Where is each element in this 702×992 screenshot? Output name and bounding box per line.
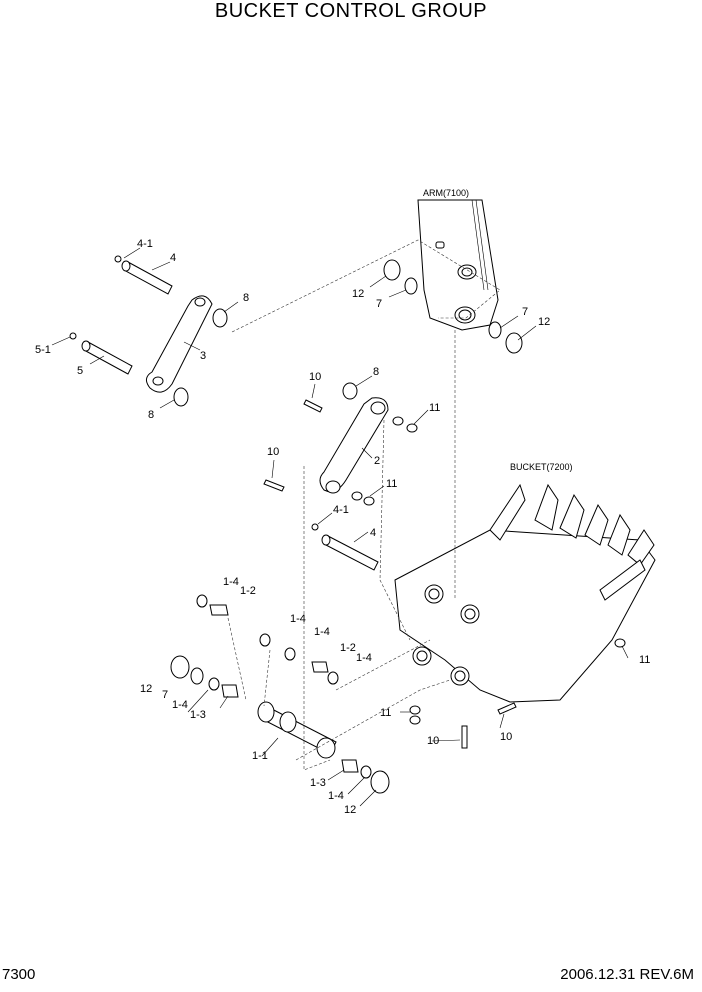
washer-8-upper [212,308,228,328]
callout-label: 8 [148,409,154,421]
callout-label: 1-4 [290,613,306,625]
nut-11-bucket [614,638,626,648]
washer-8-link2 [342,382,358,400]
callout-label: 1-4 [328,790,344,802]
callout-label: 1-3 [310,777,326,789]
o-ring-12-upper [383,259,401,281]
ring-7-right [488,321,502,339]
callout-label: 1-2 [240,585,256,597]
ring-1-4-f [360,765,372,779]
callout-label: 8 [373,366,379,378]
callout-numbers: 4-1 4 8 12 7 7 12 5-1 5 3 8 10 8 11 2 10… [35,238,650,816]
pin-part-5 [69,332,133,375]
assembly-guide-lines [227,239,501,771]
nut-11-f [409,715,421,725]
o-ring-12-left [170,655,190,679]
callout-label: 1-2 [340,642,356,654]
arm-reference-label: ARM(7100) [423,188,469,198]
link-part-3 [146,295,213,393]
date-revision: 2006.12.31 REV.6M [560,966,694,983]
page-number: 7300 [2,966,36,983]
o-ring-12-right-lower [370,770,390,794]
ring-1-4-c [284,647,296,661]
bushing-1-2-a [209,604,229,616]
callout-label: 1-4 [172,699,188,711]
pin-part-4-lower [311,523,379,571]
callout-label: 1-1 [252,750,268,762]
washer-8-lower [173,387,189,407]
ring-7-upper [404,277,418,295]
bushing-1-3-right [341,759,359,773]
nut-11-e [409,705,421,715]
nut-11-b [406,423,418,433]
callout-label: 4-1 [137,238,153,250]
nut-11-d [363,496,375,506]
callout-label: 4 [370,527,376,539]
callout-label: 7 [162,689,168,701]
page-title: BUCKET CONTROL GROUP [214,0,488,22]
callout-label: 12 [352,288,364,300]
bushing-1-3-left [221,684,239,698]
callout-label: 11 [639,654,650,666]
callout-label: 7 [522,306,528,318]
callout-label: 3 [200,350,206,362]
ring-1-4-a [196,594,208,608]
arm-assembly [417,199,499,331]
callout-label: 12 [538,316,550,328]
ring-1-4-b [259,633,271,647]
ring-1-4-e [208,677,220,691]
bucket-reference-label: BUCKET(7200) [510,462,573,472]
link-part-2 [319,397,389,494]
callout-label: 12 [140,683,152,695]
callout-label: 4 [170,252,176,264]
bolt-10-bucket [497,702,517,715]
callout-leaders [51,247,629,807]
callout-label: 10 [427,735,439,747]
callout-label: 8 [243,292,249,304]
ring-1-4-d [327,671,339,685]
callout-label: 10 [309,371,321,383]
callout-label: 7 [376,298,382,310]
callout-label: 10 [267,446,279,458]
callout-label: 4-1 [333,504,349,516]
callout-label: 5-1 [35,344,51,356]
callout-label: 1-3 [190,709,206,721]
linkage-part-1-1 [257,701,337,759]
bushing-1-2-b [311,661,329,673]
bucket-assembly [394,483,656,703]
callout-label: 1-4 [223,576,239,588]
pin-part-4-upper [114,255,173,295]
bolt-10-upper [303,399,323,413]
bolt-10-vertical [461,725,468,749]
callout-label: 12 [344,804,356,816]
callout-label: 1-4 [356,652,372,664]
o-ring-12-right [505,332,523,354]
nut-11-c [351,491,363,501]
callout-label: 11 [386,478,397,490]
ring-7-left [190,667,204,685]
callout-label: 11 [429,402,440,414]
bolt-10-middle [263,479,285,492]
callout-label: 10 [500,731,512,743]
nut-11-a [392,416,404,426]
callout-label: 5 [77,365,83,377]
callout-label: 2 [374,455,380,467]
callout-label: 1-4 [314,626,330,638]
callout-label: 11 [380,707,391,719]
